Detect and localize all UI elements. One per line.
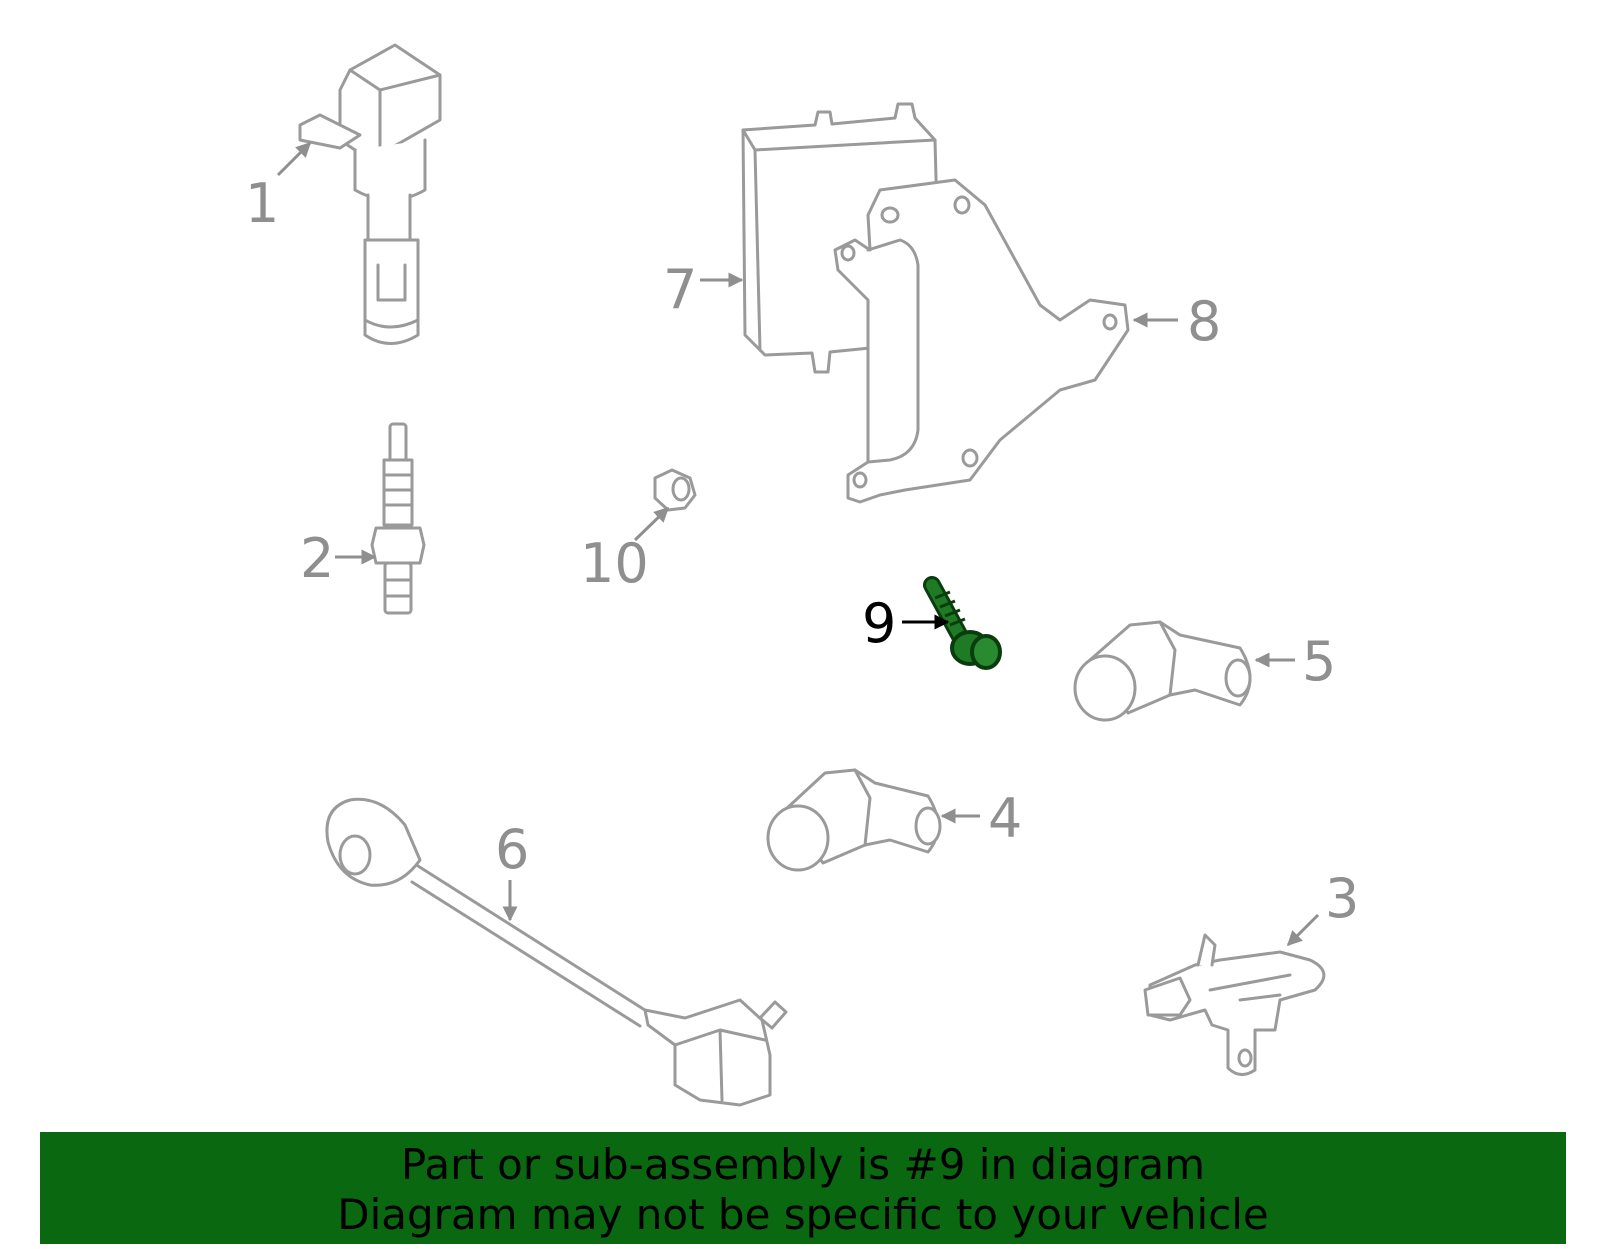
callout-3[interactable]: 3 <box>1286 867 1359 947</box>
part-10-nut[interactable] <box>653 468 697 512</box>
callout-10[interactable]: 10 <box>580 506 670 595</box>
banner-line-1: Part or sub-assembly is #9 in diagram <box>400 1140 1206 1189</box>
part-8-bracket[interactable] <box>833 178 1130 504</box>
part-1-ignition-coil[interactable] <box>298 43 442 345</box>
svg-text:1: 1 <box>245 172 279 235</box>
callout-1[interactable]: 1 <box>245 141 312 235</box>
info-banner: Part or sub-assembly is #9 in diagram Di… <box>40 1132 1566 1244</box>
banner-line-2: Diagram may not be specific to your vehi… <box>337 1190 1269 1239</box>
part-9-bolt[interactable] <box>923 576 1002 670</box>
svg-text:7: 7 <box>663 258 697 321</box>
callout-2[interactable]: 2 <box>300 527 377 590</box>
callout-7[interactable]: 7 <box>663 258 744 321</box>
part-6-knock-sensor[interactable] <box>325 797 788 1107</box>
part-4-sensor[interactable] <box>766 768 942 872</box>
svg-text:4: 4 <box>988 787 1022 850</box>
part-2-spark-plug[interactable] <box>370 422 426 615</box>
svg-text:5: 5 <box>1302 630 1336 693</box>
part-3-sensor-bracket[interactable] <box>1143 933 1326 1076</box>
callout-5[interactable]: 5 <box>1254 630 1336 693</box>
svg-text:3: 3 <box>1325 867 1359 930</box>
callout-6[interactable]: 6 <box>495 818 529 922</box>
svg-text:6: 6 <box>495 818 529 881</box>
callout-4[interactable]: 4 <box>940 787 1022 850</box>
svg-text:10: 10 <box>580 532 649 595</box>
svg-text:9: 9 <box>862 592 896 655</box>
svg-text:2: 2 <box>300 527 334 590</box>
callout-9[interactable]: 9 <box>862 592 950 655</box>
svg-text:8: 8 <box>1187 290 1221 353</box>
part-5-sensor[interactable] <box>1073 620 1252 722</box>
callout-8[interactable]: 8 <box>1132 290 1221 353</box>
